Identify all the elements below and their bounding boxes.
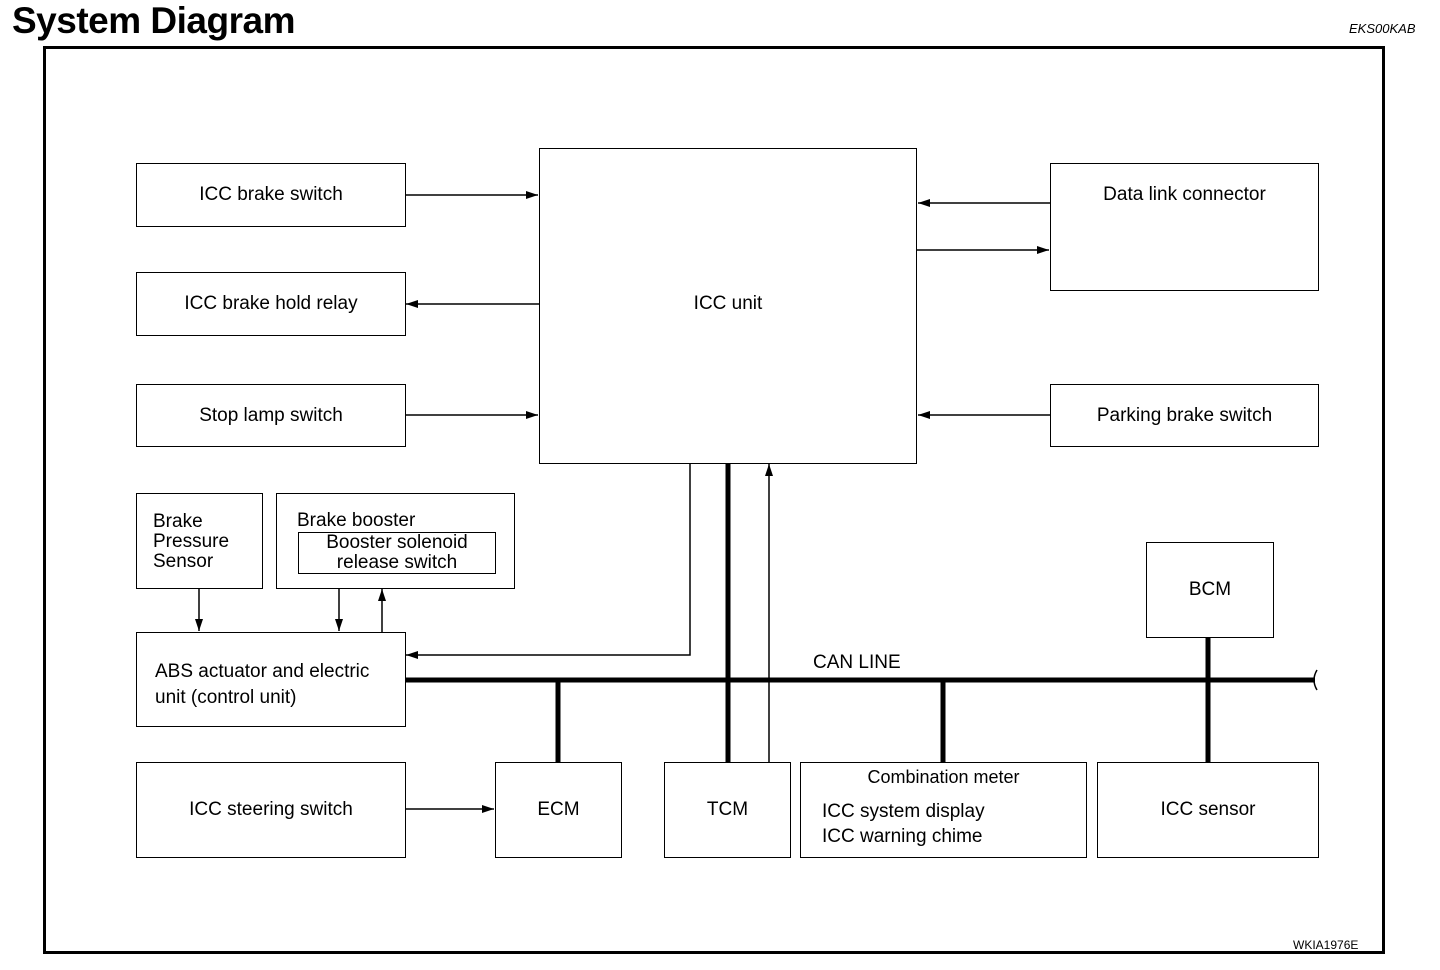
brake-pressure-sensor-line-2: Pressure	[153, 531, 230, 552]
diagram-frame	[43, 46, 1385, 954]
can-bus	[405, 463, 1315, 762]
booster-solenoid-line-2: release switch	[336, 552, 458, 573]
bcm-box: BCM	[1146, 542, 1274, 638]
ecm-box: ECM	[495, 762, 622, 858]
parking-brake-switch-label: Parking brake switch	[1096, 404, 1273, 426]
document-code: EKS00KAB	[1349, 21, 1416, 36]
can-line-label: CAN LINE	[813, 652, 901, 673]
data-link-connector-box: Data link connector	[1050, 163, 1319, 291]
brake-pressure-sensor-line-1: Brake	[153, 511, 203, 532]
icc-system-display-item: ICC system display	[822, 801, 985, 822]
icc-brake-switch-box: ICC brake switch	[136, 163, 406, 227]
stop-lamp-switch-box: Stop lamp switch	[136, 384, 406, 447]
page-title: System Diagram	[12, 0, 295, 41]
combination-meter-box: Combination meter ICC system display ICC…	[800, 762, 1087, 858]
booster-solenoid-line-1: Booster solenoid	[326, 532, 468, 553]
icc-sensor-label: ICC sensor	[1160, 799, 1256, 820]
bcm-label: BCM	[1188, 579, 1232, 600]
booster-solenoid-release-switch-box: Booster solenoid release switch	[298, 532, 496, 574]
data-link-connector-label: Data link connector	[1103, 184, 1266, 205]
icc-unit-box: ICC unit	[539, 148, 917, 464]
icc-brake-hold-relay-label: ICC brake hold relay	[184, 293, 358, 314]
icc-steering-switch-label: ICC steering switch	[189, 799, 353, 820]
icc-brake-switch-label: ICC brake switch	[199, 184, 343, 205]
figure-code: WKIA1976E	[1293, 938, 1359, 952]
tcm-box: TCM	[664, 762, 791, 858]
icc-sensor-box: ICC sensor	[1097, 762, 1319, 858]
combination-meter-label: Combination meter	[867, 767, 1020, 787]
brake-booster-label: Brake booster	[297, 510, 416, 531]
brake-booster-box: Brake booster Booster solenoid release s…	[276, 493, 515, 589]
abs-actuator-box: ABS actuator and electric unit (control …	[136, 632, 406, 727]
icc-brake-hold-relay-box: ICC brake hold relay	[136, 272, 406, 336]
icc-warning-chime-item: ICC warning chime	[822, 826, 983, 847]
brake-pressure-sensor-line-3: Sensor	[153, 551, 214, 572]
abs-actuator-line-1: ABS actuator and electric	[155, 661, 370, 682]
can-line-end-mark	[1313, 669, 1318, 691]
abs-actuator-line-2: unit (control unit)	[155, 687, 297, 708]
stop-lamp-switch-label: Stop lamp switch	[199, 404, 343, 426]
tcm-label: TCM	[706, 799, 749, 820]
arrow-icc-to-abs	[406, 463, 691, 659]
icc-unit-label: ICC unit	[693, 292, 763, 314]
icc-steering-switch-box: ICC steering switch	[136, 762, 406, 858]
parking-brake-switch-box: Parking brake switch	[1050, 384, 1319, 447]
ecm-label: ECM	[537, 799, 580, 820]
brake-pressure-sensor-box: Brake Pressure Sensor	[136, 493, 263, 589]
